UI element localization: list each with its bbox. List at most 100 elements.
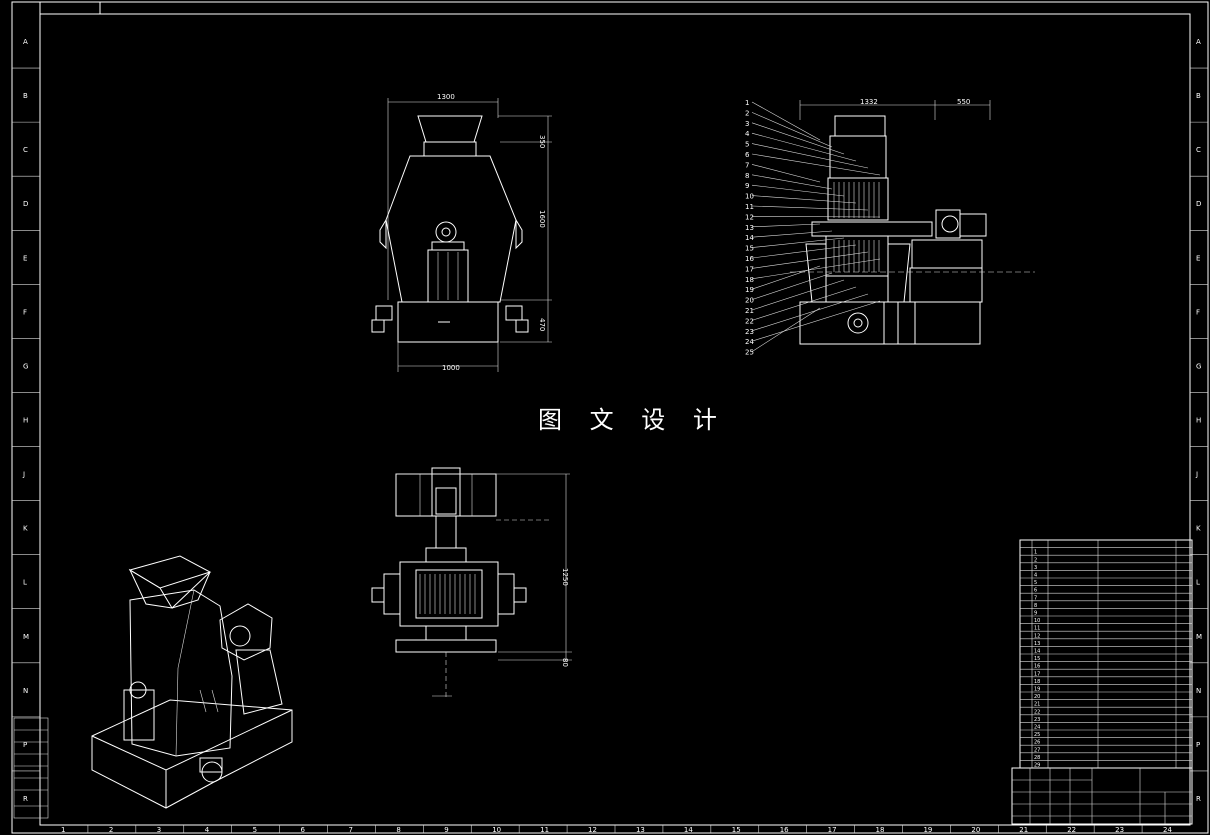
row-label-left: L xyxy=(23,579,27,587)
top-view: 1250 80 xyxy=(371,467,572,700)
front-dim-right-2: 1600 xyxy=(538,210,546,228)
column-label: 11 xyxy=(540,826,549,834)
bom-row-number: 27 xyxy=(1034,747,1040,753)
bom-row-number: 7 xyxy=(1034,595,1037,601)
bom-rows: 1234567891011121314151617181920212223242… xyxy=(1020,547,1192,769)
column-label: 24 xyxy=(1163,826,1172,834)
callout-number: 9 xyxy=(745,182,749,190)
row-label-right: A xyxy=(1196,38,1201,46)
bom-row-number: 19 xyxy=(1034,687,1040,693)
column-label: 6 xyxy=(301,826,306,834)
row-label-right: D xyxy=(1196,200,1201,208)
bom-row-number: 23 xyxy=(1034,717,1040,723)
bom-row-number: 16 xyxy=(1034,664,1040,670)
callout-number: 25 xyxy=(745,349,754,357)
callout-number: 7 xyxy=(745,161,749,169)
front-dim-right-3: 470 xyxy=(538,318,546,331)
row-label-right: F xyxy=(1196,308,1200,316)
row-label-left: K xyxy=(23,525,28,533)
callout-number: 20 xyxy=(745,297,754,305)
bom-row-number: 28 xyxy=(1034,755,1040,761)
side-dim-top-2: 550 xyxy=(957,98,970,106)
column-label: 23 xyxy=(1115,826,1124,834)
callout-number: 8 xyxy=(745,172,749,180)
column-label: 16 xyxy=(780,826,789,834)
callout-number: 10 xyxy=(745,193,754,201)
callout-number: 12 xyxy=(745,213,754,221)
row-label-right: C xyxy=(1196,146,1201,154)
front-dim-bottom: 1000 xyxy=(442,364,460,372)
bom-row-number: 26 xyxy=(1034,740,1040,746)
revision-table xyxy=(13,717,49,819)
column-label: 5 xyxy=(253,826,257,834)
bom-row-number: 24 xyxy=(1034,725,1040,731)
row-label-right: E xyxy=(1196,254,1200,262)
front-view: 1300 350 1600 470 1000 xyxy=(371,93,552,372)
callout-number: 16 xyxy=(745,255,754,263)
corner-tab xyxy=(39,1,101,15)
top-dim-bottom: 80 xyxy=(561,658,569,667)
bom-row-number: 25 xyxy=(1034,732,1040,738)
row-label-right: R xyxy=(1196,795,1201,803)
row-label-left: R xyxy=(23,795,28,803)
column-label: 1 xyxy=(61,826,65,834)
callout-number: 15 xyxy=(745,245,754,253)
column-label: 20 xyxy=(971,826,980,834)
row-label-left: J xyxy=(22,471,25,479)
side-callouts: 1234567891011121314151617181920212223242… xyxy=(745,99,881,357)
row-label-right: H xyxy=(1196,417,1201,425)
bom-row-number: 8 xyxy=(1034,603,1037,609)
bom-row-number: 10 xyxy=(1034,618,1040,624)
callout-number: 22 xyxy=(745,317,754,325)
bom-row-number: 17 xyxy=(1034,671,1040,677)
column-label: 9 xyxy=(444,826,448,834)
callout-number: 2 xyxy=(745,109,749,117)
front-dim-right-1: 350 xyxy=(538,135,546,148)
callout-number: 1 xyxy=(745,99,749,107)
callout-number: 6 xyxy=(745,151,750,159)
callout-number: 5 xyxy=(745,141,749,149)
row-label-left: D xyxy=(23,200,28,208)
callout-number: 18 xyxy=(745,276,754,284)
front-dim-top: 1300 xyxy=(437,93,455,101)
row-label-right: L xyxy=(1196,579,1200,587)
row-label-right: B xyxy=(1196,92,1201,100)
bom-row-number: 18 xyxy=(1034,679,1040,685)
row-label-right: J xyxy=(1195,471,1198,479)
bom-row-number: 13 xyxy=(1034,641,1040,647)
callout-number: 24 xyxy=(745,338,754,346)
bom-row-number: 6 xyxy=(1034,588,1037,594)
bom-row-number: 1 xyxy=(1034,550,1037,556)
row-label-left: A xyxy=(23,38,28,46)
column-label: 2 xyxy=(109,826,113,834)
row-label-right: K xyxy=(1196,525,1201,533)
column-label: 14 xyxy=(684,826,693,834)
column-label: 15 xyxy=(732,826,741,834)
title-block xyxy=(1011,767,1193,825)
row-label-right: P xyxy=(1196,741,1200,749)
column-label: 3 xyxy=(157,826,161,834)
bom-row-number: 2 xyxy=(1034,557,1037,563)
callout-number: 21 xyxy=(745,307,754,315)
row-label-right: N xyxy=(1196,687,1201,695)
bom-row-number: 22 xyxy=(1034,709,1040,715)
row-label-left: H xyxy=(23,417,28,425)
row-label-left: P xyxy=(23,741,27,749)
column-label: 7 xyxy=(348,826,352,834)
callout-number: 14 xyxy=(745,234,754,242)
bom-row-number: 11 xyxy=(1034,626,1040,632)
column-label: 8 xyxy=(396,826,400,834)
bom-row-number: 4 xyxy=(1034,573,1037,579)
row-label-left: C xyxy=(23,146,28,154)
bom-row-number: 21 xyxy=(1034,702,1040,708)
column-label: 19 xyxy=(923,826,932,834)
row-label-left: N xyxy=(23,687,28,695)
callout-number: 4 xyxy=(745,130,750,138)
column-label: 22 xyxy=(1067,826,1076,834)
column-label: 21 xyxy=(1019,826,1028,834)
bom-row-number: 29 xyxy=(1034,763,1040,769)
bom-row-number: 12 xyxy=(1034,633,1040,639)
